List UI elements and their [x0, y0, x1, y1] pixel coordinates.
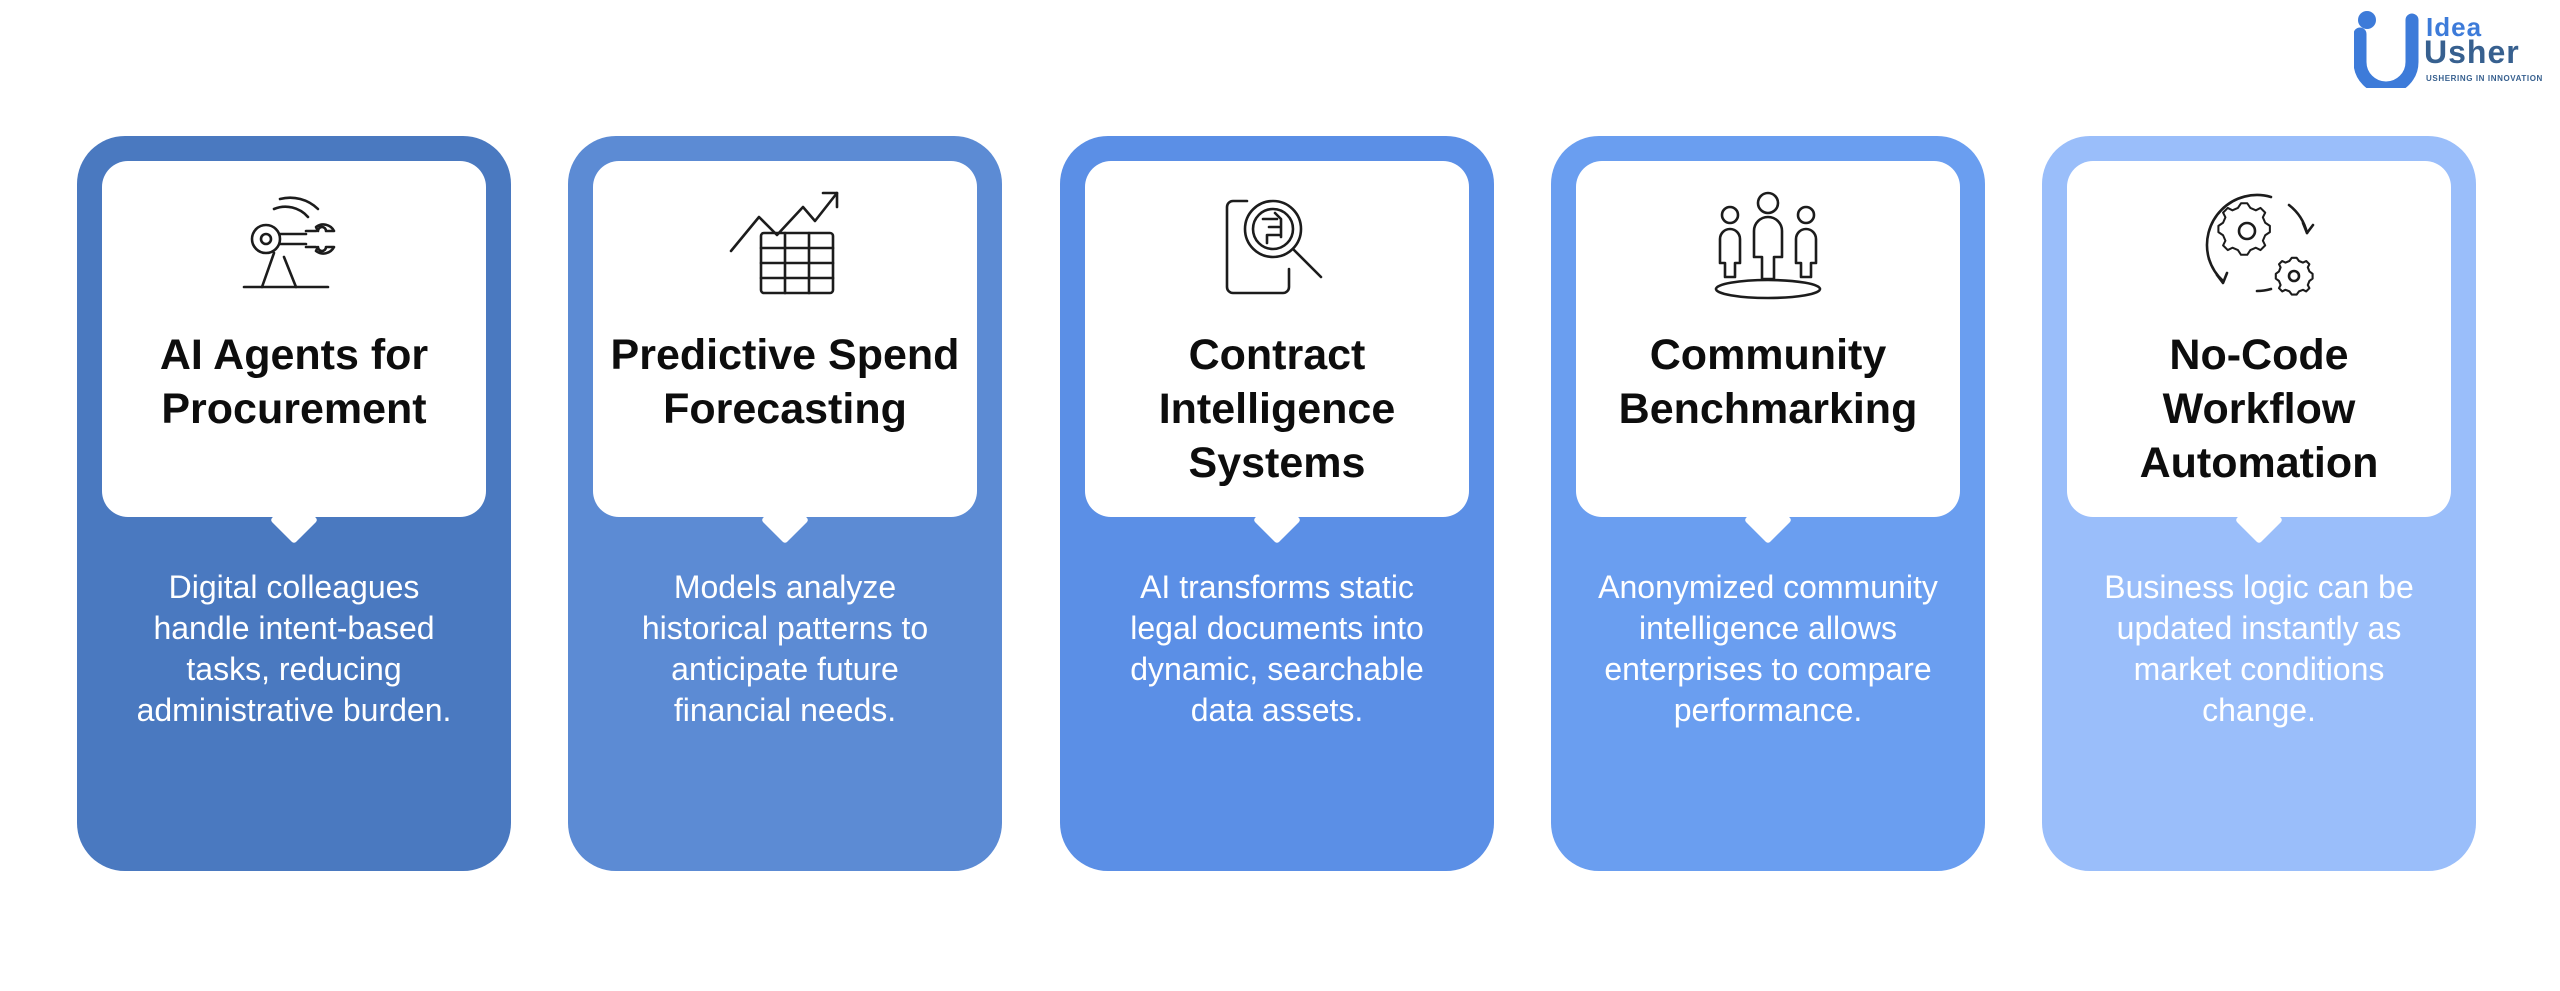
- card-predictive-spend: Predictive Spend Forecasting Models anal…: [568, 136, 1002, 871]
- robotic-arm-icon: [242, 196, 336, 289]
- card-ai-agents: AI Agents for Procurement Digital collea…: [77, 136, 511, 871]
- logo-word-usher: Usher: [2424, 34, 2520, 70]
- card-title: Predictive Spend Forecasting: [610, 331, 960, 433]
- card-header-box: Community Benchmarking: [1576, 161, 1960, 545]
- card-description: Digital colleagues handle intent-based t…: [136, 569, 452, 728]
- community-group-icon: [1714, 191, 1822, 300]
- idea-usher-logo: Idea Usher USHERING IN INNOVATION: [2354, 6, 2560, 88]
- card-description: Business logic can be updated instantly …: [2104, 569, 2414, 728]
- growth-chart-icon: [729, 191, 839, 295]
- card-header-box: Predictive Spend Forecasting: [593, 161, 977, 545]
- pointer-notch: [1252, 495, 1302, 545]
- document-search-icon: [1225, 199, 1323, 295]
- logo-tagline: USHERING IN INNOVATION: [2426, 74, 2543, 83]
- pointer-notch: [760, 495, 810, 545]
- logo-word-idea: Idea: [2426, 12, 2483, 42]
- card-description: AI transforms static legal documents int…: [1130, 569, 1424, 728]
- pointer-notch: [269, 495, 319, 545]
- card-header-box: Contract Intelligence Systems: [1085, 161, 1469, 545]
- card-header-box: No-Code Workflow Automation: [2067, 161, 2451, 545]
- card-description: Anonymized community intelligence allows…: [1598, 569, 1938, 728]
- card-header-box: AI Agents for Procurement: [102, 161, 486, 545]
- card-title: Contract Intelligence Systems: [1158, 331, 1396, 487]
- card-no-code-workflow: No-Code Workflow Automation Business log…: [2042, 136, 2476, 871]
- card-description: Models analyze historical patterns to an…: [641, 569, 929, 728]
- logo-mark-icon: [2354, 11, 2419, 88]
- card-title: Community Benchmarking: [1618, 331, 1918, 433]
- card-title: AI Agents for Procurement: [159, 331, 429, 433]
- gear-automation-icon: [2205, 193, 2315, 296]
- card-community-benchmarking: Community Benchmarking Anonymized commun…: [1551, 136, 1985, 871]
- card-title: No-Code Workflow Automation: [2139, 331, 2379, 487]
- pointer-notch: [2234, 495, 2284, 545]
- card-contract-intelligence: Contract Intelligence Systems AI transfo…: [1060, 136, 1494, 871]
- pointer-notch: [1743, 495, 1793, 545]
